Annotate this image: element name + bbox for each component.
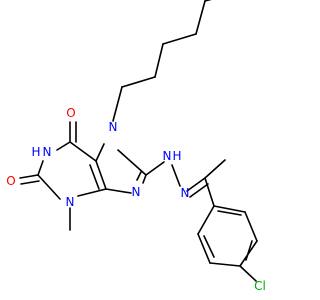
bond-c5-c4-double [89, 164, 100, 190]
atom-labels: O O H N N N N N H N Cl [6, 106, 266, 293]
bond-heptyl-1 [112, 86, 123, 122]
chlorine-label: Cl [254, 279, 266, 293]
bond-heptyl-6 [204, 0, 212, 2]
bond-ar-2 [197, 233, 211, 264]
bond-n9-c8-double [136, 171, 142, 181]
oxygen-top-label: O [66, 106, 75, 120]
bond-n-c-1 [186, 177, 206, 192]
hydrazine-n-label: N [163, 149, 172, 163]
ring-nh-n-label: N [43, 145, 52, 159]
bond-ar-inner-1 [203, 235, 215, 258]
bond-heptyl-2 [121, 76, 156, 88]
bond-heptyl-4 [162, 33, 197, 45]
bond-heptyl-5 [195, 0, 206, 35]
bond-n3-c4 [77, 188, 107, 197]
bond-ar-inner-3 [217, 210, 242, 216]
bond-ar-cl [239, 265, 257, 282]
bond-c4-n9 [105, 188, 132, 194]
oxygen-left-label: O [6, 174, 15, 188]
bond-ar-3 [209, 262, 241, 267]
bond-c6-n1 [56, 141, 71, 151]
bond-heptyl-3 [154, 43, 164, 78]
bonds [19, 0, 258, 282]
bond-n-c-2 [189, 183, 209, 198]
bond-ar-1 [197, 205, 215, 235]
bond-n9-c8 [142, 174, 147, 184]
n-methyl-label: N [66, 195, 75, 209]
bond-c-methyl [204, 159, 226, 179]
bond-c2-o-1 [19, 174, 39, 179]
bond-c8-n7 [117, 149, 147, 176]
bond-ar-6 [213, 205, 246, 213]
hydrazine-h-label: H [172, 149, 181, 163]
bond-c5-c4 [95, 160, 107, 190]
bond-c2-n3 [37, 174, 61, 200]
bond-c-aryl [204, 177, 215, 207]
bond-ar-5 [244, 211, 258, 242]
ring-nh-h-label: H [31, 145, 40, 159]
bond-ar-inner-2 [245, 240, 253, 261]
bond-n1-c2 [37, 160, 44, 176]
imine-n-label: N [181, 186, 190, 200]
bond-c2-o-2 [20, 180, 40, 185]
n-heptyl-label: N [109, 120, 118, 134]
bond-n7-c5 [95, 143, 105, 162]
molecule-structure-diagram: O O H N N N N N H N Cl [6, 0, 266, 293]
n-bottom-label: N [132, 185, 141, 199]
bond-c8-nh [145, 161, 165, 176]
bond-nh-n [171, 164, 181, 187]
bond-c5-c6 [69, 141, 97, 162]
